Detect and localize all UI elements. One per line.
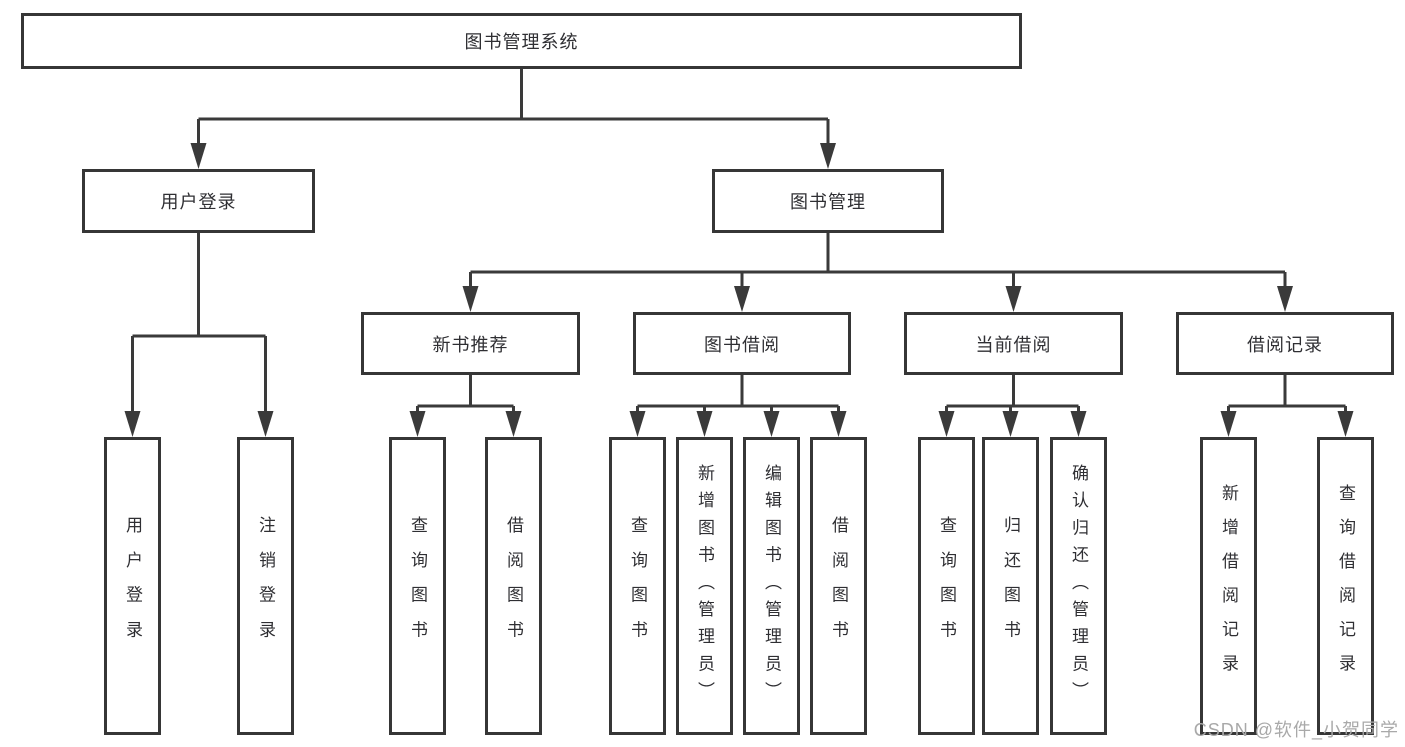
node-query-books-borrow-label: 查询图书 — [628, 516, 647, 656]
node-confirm-return-admin: 确认归还（管理员） — [1050, 437, 1107, 735]
node-query-books-current: 查询图书 — [918, 437, 975, 735]
arrow-down-icon — [830, 411, 847, 437]
csdn-watermark: CSDN @软件_小贺同学 — [1193, 720, 1399, 740]
node-logout: 注销登录 — [237, 437, 294, 735]
node-borrow-books-leaf-label: 借阅图书 — [829, 516, 848, 656]
arrow-down-icon — [820, 143, 836, 169]
node-add-borrow-record: 新增借阅记录 — [1200, 437, 1257, 735]
arrow-down-icon — [629, 411, 646, 437]
node-root: 图书管理系统 — [21, 13, 1022, 69]
arrow-down-icon — [124, 411, 141, 437]
node-user-login-label: 用户登录 — [160, 192, 237, 212]
node-confirm-return-admin-label: 确认归还（管理员） — [1069, 463, 1088, 709]
node-return-books-label: 归还图书 — [1001, 516, 1020, 656]
arrow-down-icon — [409, 411, 426, 437]
node-query-books-borrow: 查询图书 — [609, 437, 666, 735]
arrow-down-icon — [763, 411, 780, 437]
node-logout-label: 注销登录 — [256, 516, 275, 656]
node-query-borrow-record: 查询借阅记录 — [1317, 437, 1374, 735]
arrow-down-icon — [190, 143, 207, 169]
node-query-books-recommend-label: 查询图书 — [408, 516, 427, 656]
node-borrow-books-leaf: 借阅图书 — [810, 437, 867, 735]
node-current-borrowing: 当前借阅 — [904, 312, 1123, 375]
node-user-login: 用户登录 — [82, 169, 315, 233]
node-user-login-leaf-label: 用户登录 — [123, 516, 142, 656]
node-user-login-leaf: 用户登录 — [104, 437, 161, 735]
node-new-book-recommend-label: 新书推荐 — [432, 334, 509, 355]
node-add-borrow-record-label: 新增借阅记录 — [1219, 484, 1238, 688]
node-new-book-recommend: 新书推荐 — [361, 312, 580, 375]
connector-borrowrecord-to-leaves — [1227, 375, 1347, 415]
arrow-down-icon — [1005, 286, 1022, 312]
node-borrow-books-recommend: 借阅图书 — [485, 437, 542, 735]
arrow-down-icon — [1337, 411, 1354, 437]
connector-userlogin-to-leaves — [131, 233, 267, 415]
arrow-down-icon — [938, 411, 955, 437]
arrow-down-icon — [1070, 411, 1087, 437]
node-book-borrowing: 图书借阅 — [633, 312, 851, 375]
node-add-book-admin-label: 新增图书（管理员） — [695, 463, 714, 709]
arrow-down-icon — [734, 286, 750, 312]
arrow-down-icon — [1220, 411, 1237, 437]
node-add-book-admin: 新增图书（管理员） — [676, 437, 733, 735]
connector-newbooks-to-leaves — [416, 375, 515, 415]
node-borrow-books-recommend-label: 借阅图书 — [504, 516, 523, 656]
node-book-management-label: 图书管理 — [790, 192, 866, 212]
arrow-down-icon — [1277, 286, 1293, 312]
arrow-down-icon — [505, 411, 522, 437]
arrow-down-icon — [1002, 411, 1019, 437]
node-borrowing-records: 借阅记录 — [1176, 312, 1394, 375]
arrow-down-icon — [696, 411, 713, 437]
node-query-books-recommend: 查询图书 — [389, 437, 446, 735]
node-edit-book-admin: 编辑图书（管理员） — [743, 437, 800, 735]
node-book-borrowing-label: 图书借阅 — [704, 334, 780, 355]
connector-root-to-level2 — [197, 69, 830, 147]
connector-currentborrow-to-leaves — [945, 375, 1080, 415]
arrow-down-icon — [257, 411, 274, 437]
node-current-borrowing-label: 当前借阅 — [975, 334, 1052, 355]
node-root-label: 图书管理系统 — [464, 32, 579, 52]
arrow-down-icon — [462, 286, 479, 312]
node-query-borrow-record-label: 查询借阅记录 — [1336, 484, 1355, 688]
node-borrowing-records-label: 借阅记录 — [1247, 334, 1323, 355]
node-query-books-current-label: 查询图书 — [937, 516, 956, 656]
node-book-management: 图书管理 — [712, 169, 944, 233]
node-return-books: 归还图书 — [982, 437, 1039, 735]
node-edit-book-admin-label: 编辑图书（管理员） — [762, 463, 781, 709]
connector-bookmgmt-to-level3 — [469, 233, 1287, 290]
connector-bookborrow-to-leaves — [636, 375, 840, 415]
